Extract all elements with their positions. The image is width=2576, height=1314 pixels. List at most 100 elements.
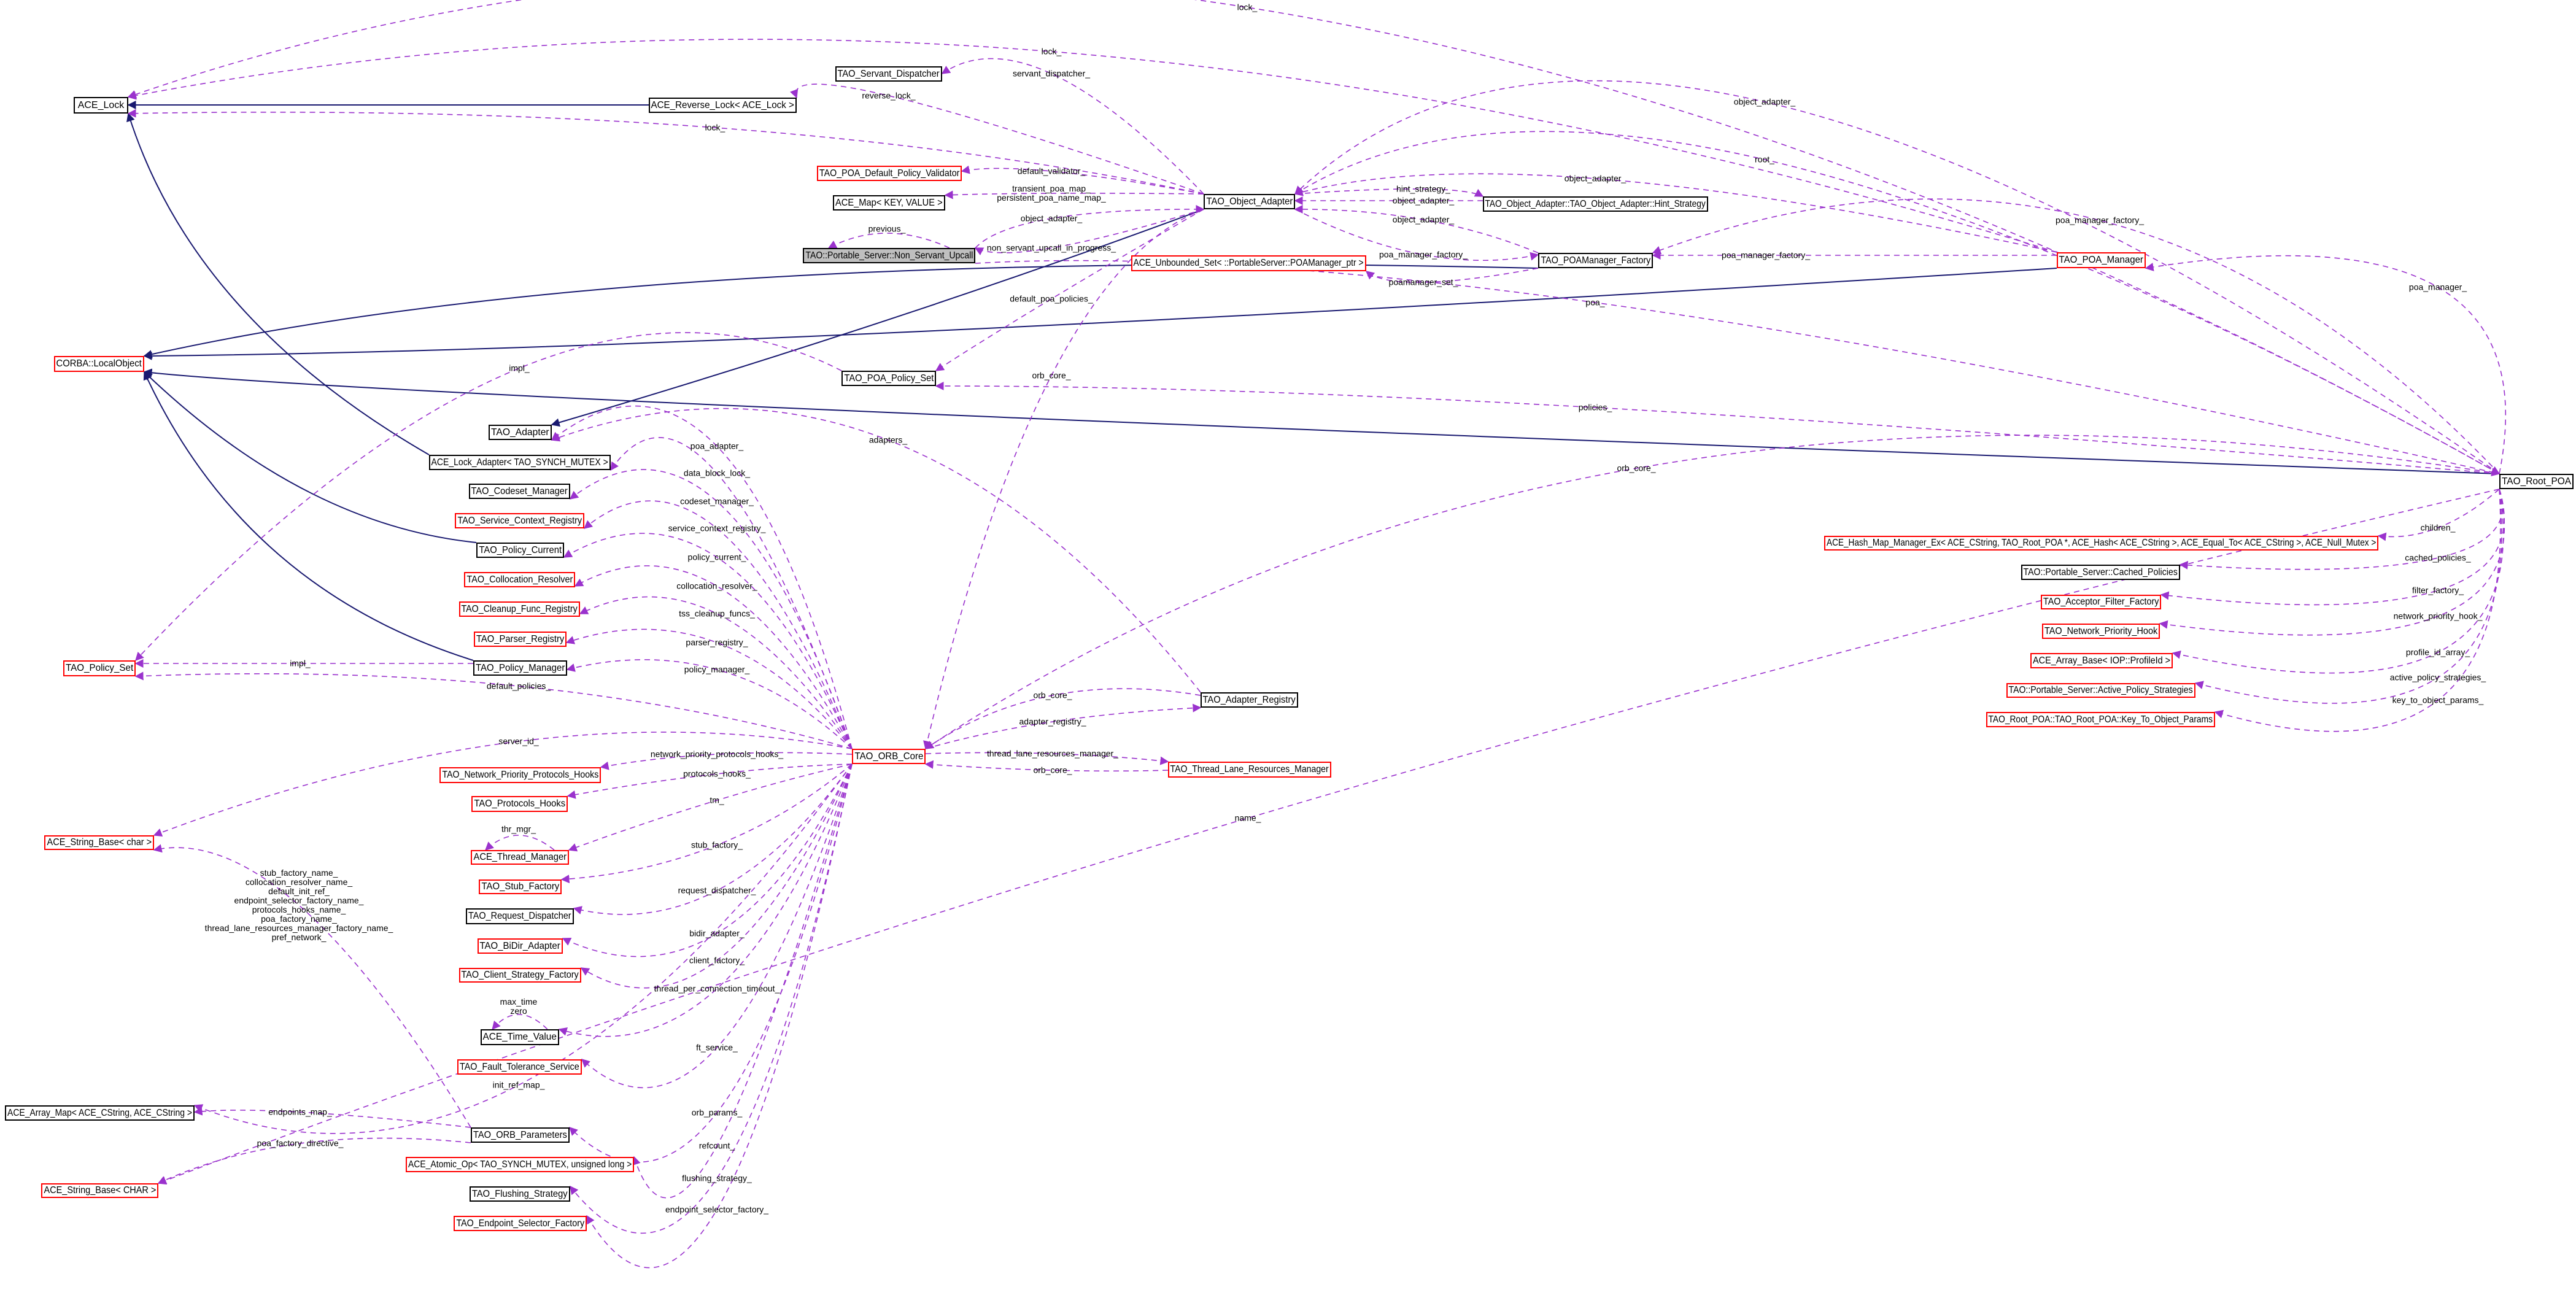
- class-node-polset[interactable]: TAO_Policy_Set: [63, 660, 136, 676]
- class-node-nph[interactable]: TAO_Network_Priority_Hook: [2042, 624, 2160, 639]
- class-node-keyobj[interactable]: TAO_Root_POA::TAO_Root_POA::Key_To_Objec…: [1986, 712, 2215, 727]
- class-node-label: ACE_Lock: [77, 99, 125, 110]
- class-node-hint[interactable]: TAO_Object_Adapter::TAO_Object_Adapter::…: [1483, 196, 1708, 212]
- class-node-lockadapter[interactable]: ACE_Lock_Adapter< TAO_SYNCH_MUTEX >: [429, 455, 611, 470]
- class-node-polmgr[interactable]: TAO_Policy_Manager: [473, 660, 567, 676]
- edge-label-line: tm_: [710, 795, 724, 805]
- usage-edge-orbcore-to-cleanup: [579, 596, 853, 749]
- class-node-ft[interactable]: TAO_Fault_Tolerance_Service: [457, 1059, 582, 1075]
- class-node-taoadapter[interactable]: TAO_Adapter: [489, 425, 552, 440]
- class-node-servdisp[interactable]: TAO_Servant_Dispatcher: [835, 66, 942, 82]
- edge-label-line: servant_dispatcher_: [1012, 68, 1091, 79]
- class-node-polcur[interactable]: TAO_Policy_Current: [476, 543, 564, 558]
- class-node-label: TAO_Flushing_Strategy: [472, 1188, 568, 1199]
- edge-label-line: poa_manager_factory_: [1722, 250, 1810, 260]
- class-node-activepol[interactable]: TAO::Portable_Server::Active_Policy_Stra…: [2006, 683, 2195, 698]
- class-node-validator[interactable]: TAO_POA_Default_Policy_Validator: [817, 166, 962, 181]
- class-node-poamgr[interactable]: TAO_POA_Manager: [2057, 252, 2146, 268]
- class-node-strchar[interactable]: ACE_String_Base< char >: [44, 835, 154, 850]
- edge-label-line: object_adapter_: [1392, 195, 1455, 206]
- edge-label-line: stub_factory_: [690, 840, 743, 850]
- class-node-label: ACE_Atomic_Op< TAO_SYNCH_MUTEX, unsigned…: [408, 1159, 632, 1170]
- edge-label-line: persistent_poa_name_map_: [997, 193, 1106, 203]
- usage-edge-orbcore-to-arraymap: [193, 763, 853, 1134]
- class-node-bidir[interactable]: TAO_BiDir_Adapter: [478, 938, 563, 954]
- class-node-cleanup[interactable]: TAO_Cleanup_Func_Registry: [459, 601, 580, 617]
- usage-edge-orbcore-to-stubf: [560, 763, 853, 884]
- usage-edge-nsu-to-oa: [975, 204, 1205, 249]
- class-node-tlrm[interactable]: TAO_Thread_Lane_Resources_Manager: [1168, 762, 1331, 778]
- edge-label-line: poa_adapter_: [690, 441, 744, 451]
- class-node-label: TAO_Root_POA: [2501, 476, 2572, 487]
- class-node-timeval[interactable]: ACE_Time_Value: [481, 1029, 559, 1045]
- class-node-label: TAO_Object_Adapter: [1206, 196, 1293, 207]
- edge-label: poa_manager_factory_: [1379, 250, 1468, 260]
- class-node-reqdisp[interactable]: TAO_Request_Dispatcher: [466, 908, 574, 924]
- class-node-endpsel[interactable]: TAO_Endpoint_Selector_Factory: [454, 1216, 587, 1231]
- class-node-thrmgr[interactable]: ACE_Thread_Manager: [471, 850, 569, 865]
- edge-label-line: collocation_resolver_name_: [245, 877, 353, 887]
- edge-label: orb_core_: [1617, 463, 1655, 473]
- usage-edge-rootpoa-to-oa: [1294, 80, 2500, 474]
- usage-edge-orbparams-to-strCHAR: [157, 1137, 471, 1185]
- usage-edge-oa-to-orbcore: [923, 209, 1204, 750]
- edge-label-line: orb_core_: [1033, 690, 1072, 700]
- edge-label-line: orb_core_: [1033, 765, 1072, 775]
- class-node-arraymap[interactable]: ACE_Array_Map< ACE_CString, ACE_CString …: [5, 1105, 195, 1121]
- usage-edge-rootpoa-to-poapolset: [935, 381, 2500, 474]
- class-node-cached[interactable]: TAO::Portable_Server::Cached_Policies: [2021, 565, 2180, 580]
- edge-label: request_dispatcher_: [678, 886, 756, 895]
- edge-label-line: policy_current_: [687, 552, 746, 562]
- class-node-oa[interactable]: TAO_Object_Adapter: [1204, 194, 1295, 209]
- edge-label-line: protocols_hooks_: [683, 768, 751, 779]
- usage-edge-orbcore-to-svcctx: [583, 500, 853, 749]
- edge-label: non_servant_upcall_in_progress_: [987, 243, 1116, 253]
- class-node-protohooks[interactable]: TAO_Protocols_Hooks: [471, 796, 568, 812]
- edge-label: poamanager_set_: [1389, 277, 1458, 287]
- class-node-flush[interactable]: TAO_Flushing_Strategy: [470, 1186, 570, 1202]
- class-node-svcctx[interactable]: TAO_Service_Context_Registry: [455, 513, 584, 528]
- class-node-colloc[interactable]: TAO_Collocation_Resolver: [464, 572, 575, 587]
- class-node-hashmap[interactable]: ACE_Hash_Map_Manager_Ex< ACE_CString, TA…: [1824, 536, 2378, 551]
- class-node-atomic[interactable]: ACE_Atomic_Op< TAO_SYNCH_MUTEX, unsigned…: [406, 1157, 634, 1172]
- usage-edge-orbcore-to-flush: [570, 763, 853, 1234]
- class-node-rootpoa[interactable]: TAO_Root_POA: [2499, 474, 2574, 489]
- edge-label: object_adapter_: [1393, 215, 1454, 225]
- edge-label-line: collocation_resolver_: [676, 581, 757, 591]
- class-node-poamf[interactable]: TAO_POAManager_Factory: [1538, 253, 1653, 268]
- class-node-revlock[interactable]: ACE_Reverse_Lock< ACE_Lock >: [649, 98, 797, 113]
- class-node-arraybase[interactable]: ACE_Array_Base< IOP::ProfileId >: [2030, 653, 2173, 668]
- edge-label-line: orb_params_: [691, 1107, 743, 1118]
- class-node-localobj[interactable]: CORBA::LocalObject: [54, 356, 144, 372]
- class-node-npph[interactable]: TAO_Network_Priority_Protocols_Hooks: [439, 767, 601, 783]
- class-node-orbparams[interactable]: TAO_ORB_Parameters: [471, 1127, 570, 1143]
- class-node-acelock[interactable]: ACE_Lock: [74, 97, 128, 114]
- class-node-label: TAO_Acceptor_Filter_Factory: [2043, 597, 2159, 607]
- class-node-label: ACE_Array_Base< IOP::ProfileId >: [2032, 655, 2171, 666]
- class-node-acemap[interactable]: ACE_Map< KEY, VALUE >: [833, 195, 945, 211]
- class-node-nsu[interactable]: TAO::Portable_Server::Non_Servant_Upcall: [803, 248, 975, 263]
- edge-label-line: flushing_strategy_: [682, 1173, 752, 1183]
- class-node-strCHAR[interactable]: ACE_String_Base< CHAR >: [41, 1183, 158, 1198]
- class-node-label: TAO::Portable_Server::Cached_Policies: [2023, 566, 2178, 578]
- edge-label-line: endpoint_selector_factory_: [665, 1204, 769, 1215]
- edge-label-line: object_adapter_: [1733, 96, 1796, 107]
- edge-label: active_policy_strategies_: [2390, 673, 2486, 682]
- class-node-label: ACE_Reverse_Lock< ACE_Lock >: [651, 99, 795, 110]
- class-node-adreg[interactable]: TAO_Adapter_Registry: [1201, 692, 1298, 708]
- class-node-codeset[interactable]: TAO_Codeset_Manager: [469, 484, 570, 499]
- class-node-acceptor[interactable]: TAO_Acceptor_Filter_Factory: [2041, 595, 2161, 609]
- class-node-stubf[interactable]: TAO_Stub_Factory: [479, 879, 562, 894]
- edge-label: thr_mgr_: [501, 824, 536, 834]
- class-node-clientsf[interactable]: TAO_Client_Strategy_Factory: [459, 968, 581, 983]
- edge-label: flushing_strategy_: [682, 1173, 752, 1183]
- edge-label: object_adapter_: [1021, 214, 1082, 223]
- class-node-unbset[interactable]: ACE_Unbounded_Set< ::PortableServer::POA…: [1131, 255, 1366, 271]
- class-node-label: TAO_Cleanup_Func_Registry: [461, 603, 578, 614]
- class-node-parser[interactable]: TAO_Parser_Registry: [474, 632, 567, 647]
- inheritance-edge-poamf-to-localobj: [143, 264, 1539, 359]
- edge-label: poa_manager_factory_: [2056, 215, 2144, 225]
- class-node-orbcore[interactable]: TAO_ORB_Core: [852, 749, 926, 764]
- class-node-poapolset[interactable]: TAO_POA_Policy_Set: [841, 371, 936, 386]
